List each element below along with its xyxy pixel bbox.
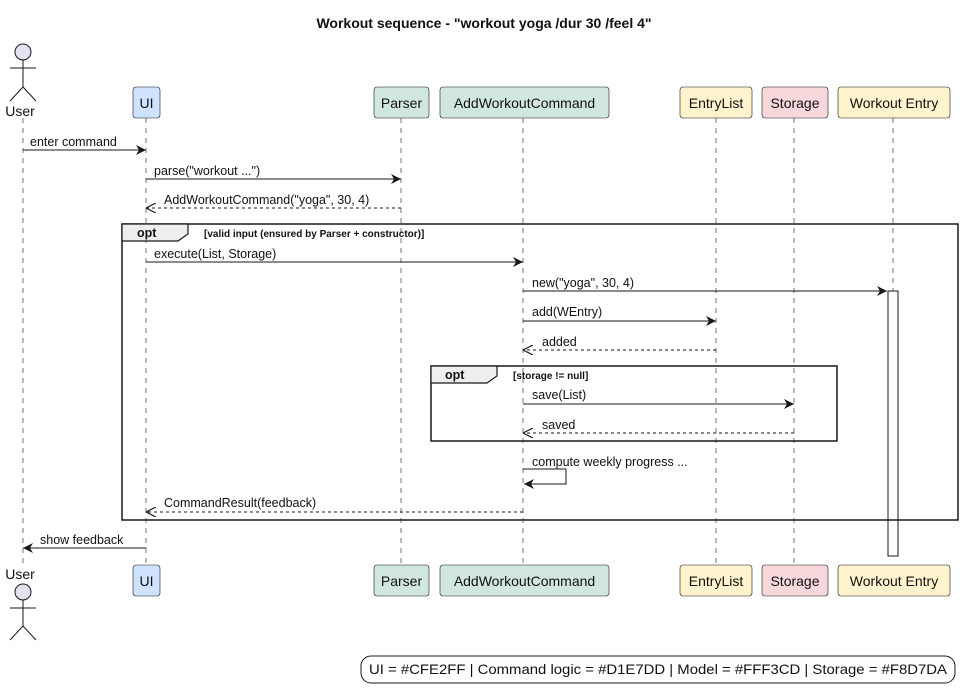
participant-label: User — [5, 103, 35, 119]
message-compute-weekly-progress: compute weekly progress ... — [523, 455, 688, 489]
activation-bar-workout-entry — [887, 290, 899, 557]
message-new-workout-entry: new("yoga", 30, 4) — [523, 276, 887, 296]
fragment-keyword: opt — [137, 226, 157, 240]
message-return-saved: saved — [523, 418, 794, 433]
legend-text: UI = #CFE2FF | Command logic = #D1E7DD |… — [369, 661, 948, 677]
actor-icon — [9, 583, 37, 641]
participant-parser-bottom: Parser — [373, 564, 430, 597]
message-execute: execute(List, Storage) — [146, 247, 523, 267]
message-enter-command: enter command — [23, 135, 146, 155]
message-label: AddWorkoutCommand("yoga", 30, 4) — [164, 193, 369, 207]
message-return-commandresult: CommandResult(feedback) — [146, 496, 523, 512]
message-return-addworkoutcommand: AddWorkoutCommand("yoga", 30, 4) — [146, 193, 401, 208]
message-label: added — [542, 335, 577, 349]
legend: UI = #CFE2FF | Command logic = #D1E7DD |… — [360, 655, 956, 684]
participant-label: EntryList — [689, 573, 744, 589]
message-parse: parse("workout ...") — [146, 164, 401, 184]
participant-storage-bottom: Storage — [761, 564, 829, 597]
participant-label: Parser — [381, 573, 423, 589]
participant-addworkoutcommand-bottom: AddWorkoutCommand — [439, 564, 610, 597]
fragment-keyword: opt — [445, 368, 465, 382]
message-return-added: added — [523, 335, 716, 350]
participant-addworkoutcommand-top: AddWorkoutCommand — [439, 86, 610, 119]
messages: enter command parse("workout ...") AddWo… — [23, 135, 887, 553]
message-label: save(List) — [532, 388, 586, 402]
participant-label: UI — [140, 573, 154, 589]
participant-label: UI — [140, 95, 154, 111]
lifelines — [22, 118, 795, 566]
fragment-guard: [storage != null] — [513, 371, 588, 382]
participant-label: Workout Entry — [850, 95, 938, 111]
message-add-wentry: add(WEntry) — [523, 305, 716, 326]
participant-ui-top: UI — [132, 86, 161, 119]
message-label: compute weekly progress ... — [532, 455, 688, 469]
participants-bottom: User UI Parser AddWorkoutCommand EntryLi… — [5, 564, 951, 641]
participant-entrylist-top: EntryList — [679, 86, 753, 119]
message-label: show feedback — [40, 533, 124, 547]
diagram-title: Workout sequence - "workout yoga /dur 30… — [316, 15, 651, 31]
participant-entrylist-bottom: EntryList — [679, 564, 753, 597]
participant-label: AddWorkoutCommand — [454, 573, 595, 589]
message-label: add(WEntry) — [532, 305, 602, 319]
actor-user-bottom: User — [5, 566, 37, 641]
message-label: enter command — [30, 135, 117, 149]
opt-fragment-valid-input: opt [valid input (ensured by Parser + co… — [121, 223, 959, 521]
participant-label: Parser — [381, 95, 423, 111]
message-label: parse("workout ...") — [154, 164, 260, 178]
participant-parser-top: Parser — [373, 86, 430, 119]
participant-label: Storage — [770, 573, 819, 589]
participant-workout-entry-top: Workout Entry — [837, 86, 951, 119]
participant-label: EntryList — [689, 95, 744, 111]
participant-label: Workout Entry — [850, 573, 938, 589]
message-save-list: save(List) — [523, 388, 794, 409]
participant-label: User — [5, 566, 35, 582]
opt-fragment-storage: opt [storage != null] — [430, 365, 838, 442]
participant-storage-top: Storage — [761, 86, 829, 119]
participant-workout-entry-bottom: Workout Entry — [837, 564, 951, 597]
participant-label: Storage — [770, 95, 819, 111]
actor-user-top: User — [5, 43, 37, 119]
fragment-guard: [valid input (ensured by Parser + constr… — [204, 229, 424, 240]
participants-top: User UI Parser AddWorkoutCommand EntryLi… — [5, 43, 951, 119]
participant-label: AddWorkoutCommand — [454, 95, 595, 111]
participant-ui-bottom: UI — [132, 564, 161, 597]
message-label: CommandResult(feedback) — [164, 496, 316, 510]
message-show-feedback: show feedback — [23, 533, 146, 553]
actor-icon — [9, 43, 37, 102]
message-label: new("yoga", 30, 4) — [532, 276, 634, 290]
message-label: saved — [542, 418, 575, 432]
message-label: execute(List, Storage) — [154, 247, 276, 261]
